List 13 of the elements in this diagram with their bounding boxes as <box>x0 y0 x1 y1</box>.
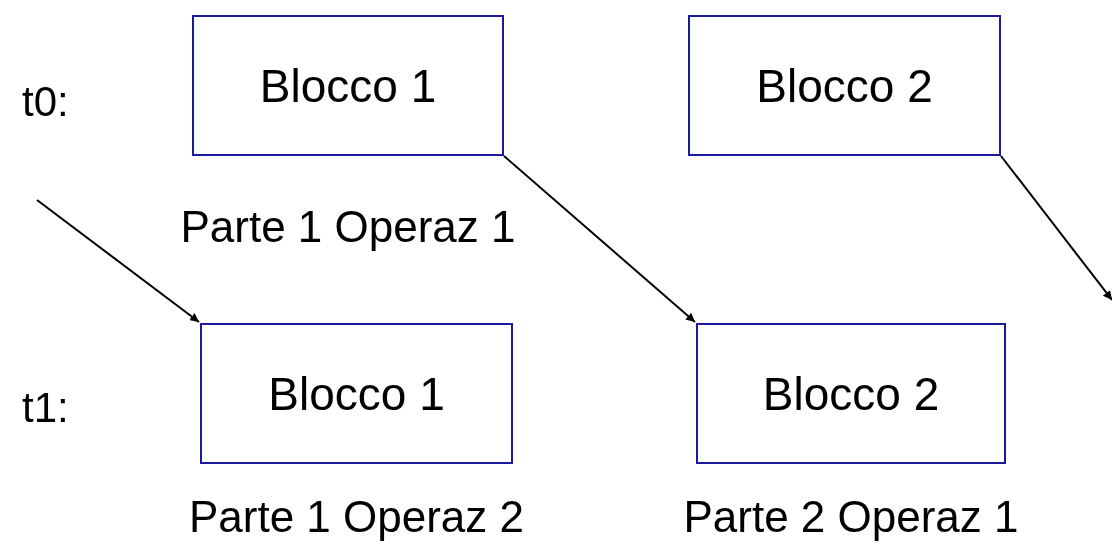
block-label: Blocco 2 <box>762 366 940 421</box>
time-step-label: t0: <box>22 78 69 126</box>
arrow <box>503 155 696 323</box>
time-step-label: t1: <box>22 384 69 432</box>
part-operation-caption: Parte 1 Operaz 2 <box>188 492 525 543</box>
arrow <box>36 199 200 323</box>
block-box <box>688 15 1001 156</box>
arrow <box>1000 155 1112 301</box>
part-operation-caption: Parte 1 Operaz 1 <box>180 202 516 253</box>
part-operation-caption: Parte 2 Operaz 1 <box>683 492 1019 543</box>
block-label: Blocco 2 <box>756 58 933 113</box>
block-label: Blocco 1 <box>259 58 437 113</box>
block-label: Blocco 1 <box>268 366 445 421</box>
